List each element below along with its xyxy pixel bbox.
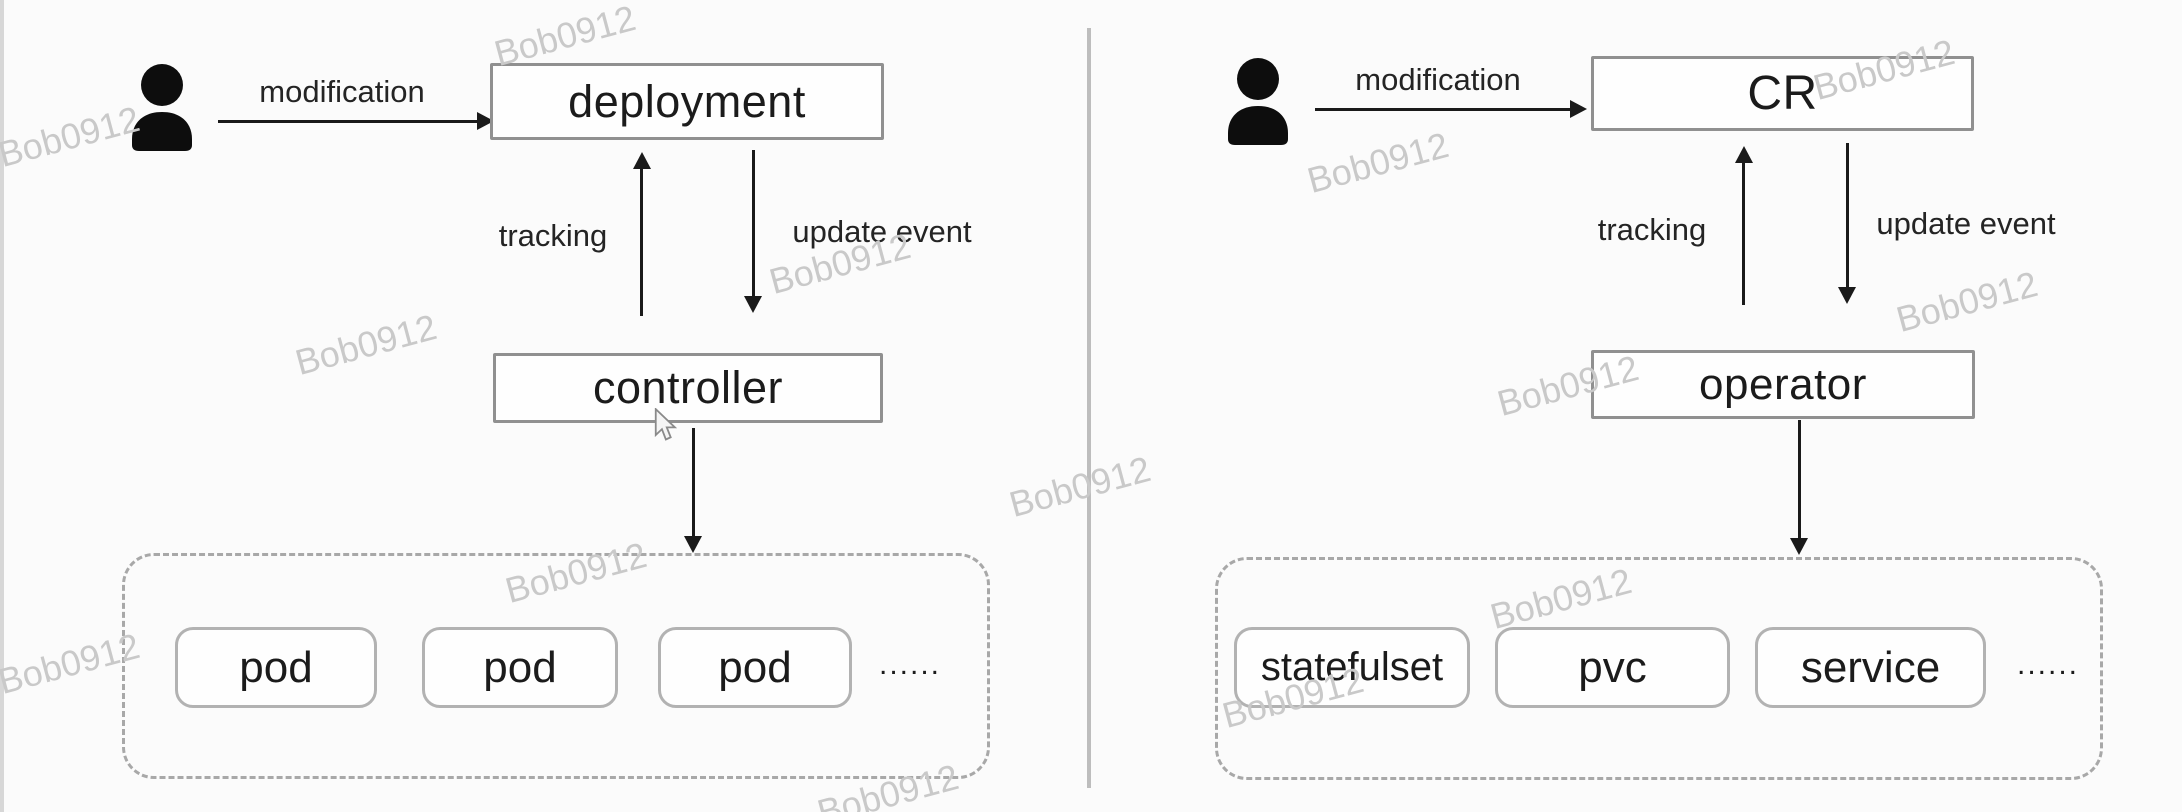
modification-arrow-head [1570, 100, 1587, 118]
tracking-label: tracking [498, 218, 608, 253]
modification-arrow-line [1315, 108, 1573, 111]
modification-arrow-head [477, 112, 494, 130]
operator-box: operator [1591, 350, 1975, 419]
tracking-arrow-head [633, 152, 651, 169]
pod-box: pod [658, 627, 852, 708]
operator-to-resources-arrow-head [1790, 538, 1808, 555]
modification-label: modification [259, 74, 425, 109]
cr-box: CR [1591, 56, 1974, 131]
watermark-text: Bob0912 [1004, 448, 1155, 525]
resources-ellipsis: ...... [2016, 648, 2079, 681]
deployment-box: deployment [490, 63, 884, 140]
update-event-label: update event [1876, 206, 2056, 241]
watermark-text: Bob0912 [1891, 263, 2042, 340]
controller-to-pods-arrow-head [684, 536, 702, 553]
watermark-text: Bob0912 [0, 98, 144, 175]
panel-divider [1087, 28, 1091, 788]
update-event-label: update event [792, 214, 972, 249]
operator-to-resources-arrow-line [1798, 420, 1801, 540]
user-icon [132, 64, 192, 151]
watermark-text: Bob0912 [1302, 124, 1453, 201]
update-event-arrow-line [752, 150, 755, 298]
pods-ellipsis: ...... [878, 648, 941, 681]
tracking-arrow-line [1742, 160, 1745, 305]
user-icon [1228, 58, 1288, 145]
statefulset-box: statefulset [1234, 627, 1470, 708]
tracking-label: tracking [1597, 212, 1707, 247]
modification-label: modification [1355, 62, 1521, 97]
mouse-cursor-icon [654, 408, 678, 441]
controller-to-pods-arrow-line [692, 428, 695, 538]
watermark-text: Bob0912 [290, 306, 441, 383]
update-event-arrow-line [1846, 143, 1849, 289]
modification-arrow-line [218, 120, 480, 123]
update-event-arrow-head [1838, 287, 1856, 304]
service-box: service [1755, 627, 1986, 708]
pod-box: pod [422, 627, 618, 708]
controller-box: controller [493, 353, 883, 423]
tracking-arrow-head [1735, 146, 1753, 163]
tracking-arrow-line [640, 166, 643, 316]
update-event-arrow-head [744, 296, 762, 313]
pods-group [122, 553, 990, 779]
pvc-box: pvc [1495, 627, 1730, 708]
pod-box: pod [175, 627, 377, 708]
left-edge-strip [0, 0, 4, 812]
resources-group [1215, 557, 2103, 780]
